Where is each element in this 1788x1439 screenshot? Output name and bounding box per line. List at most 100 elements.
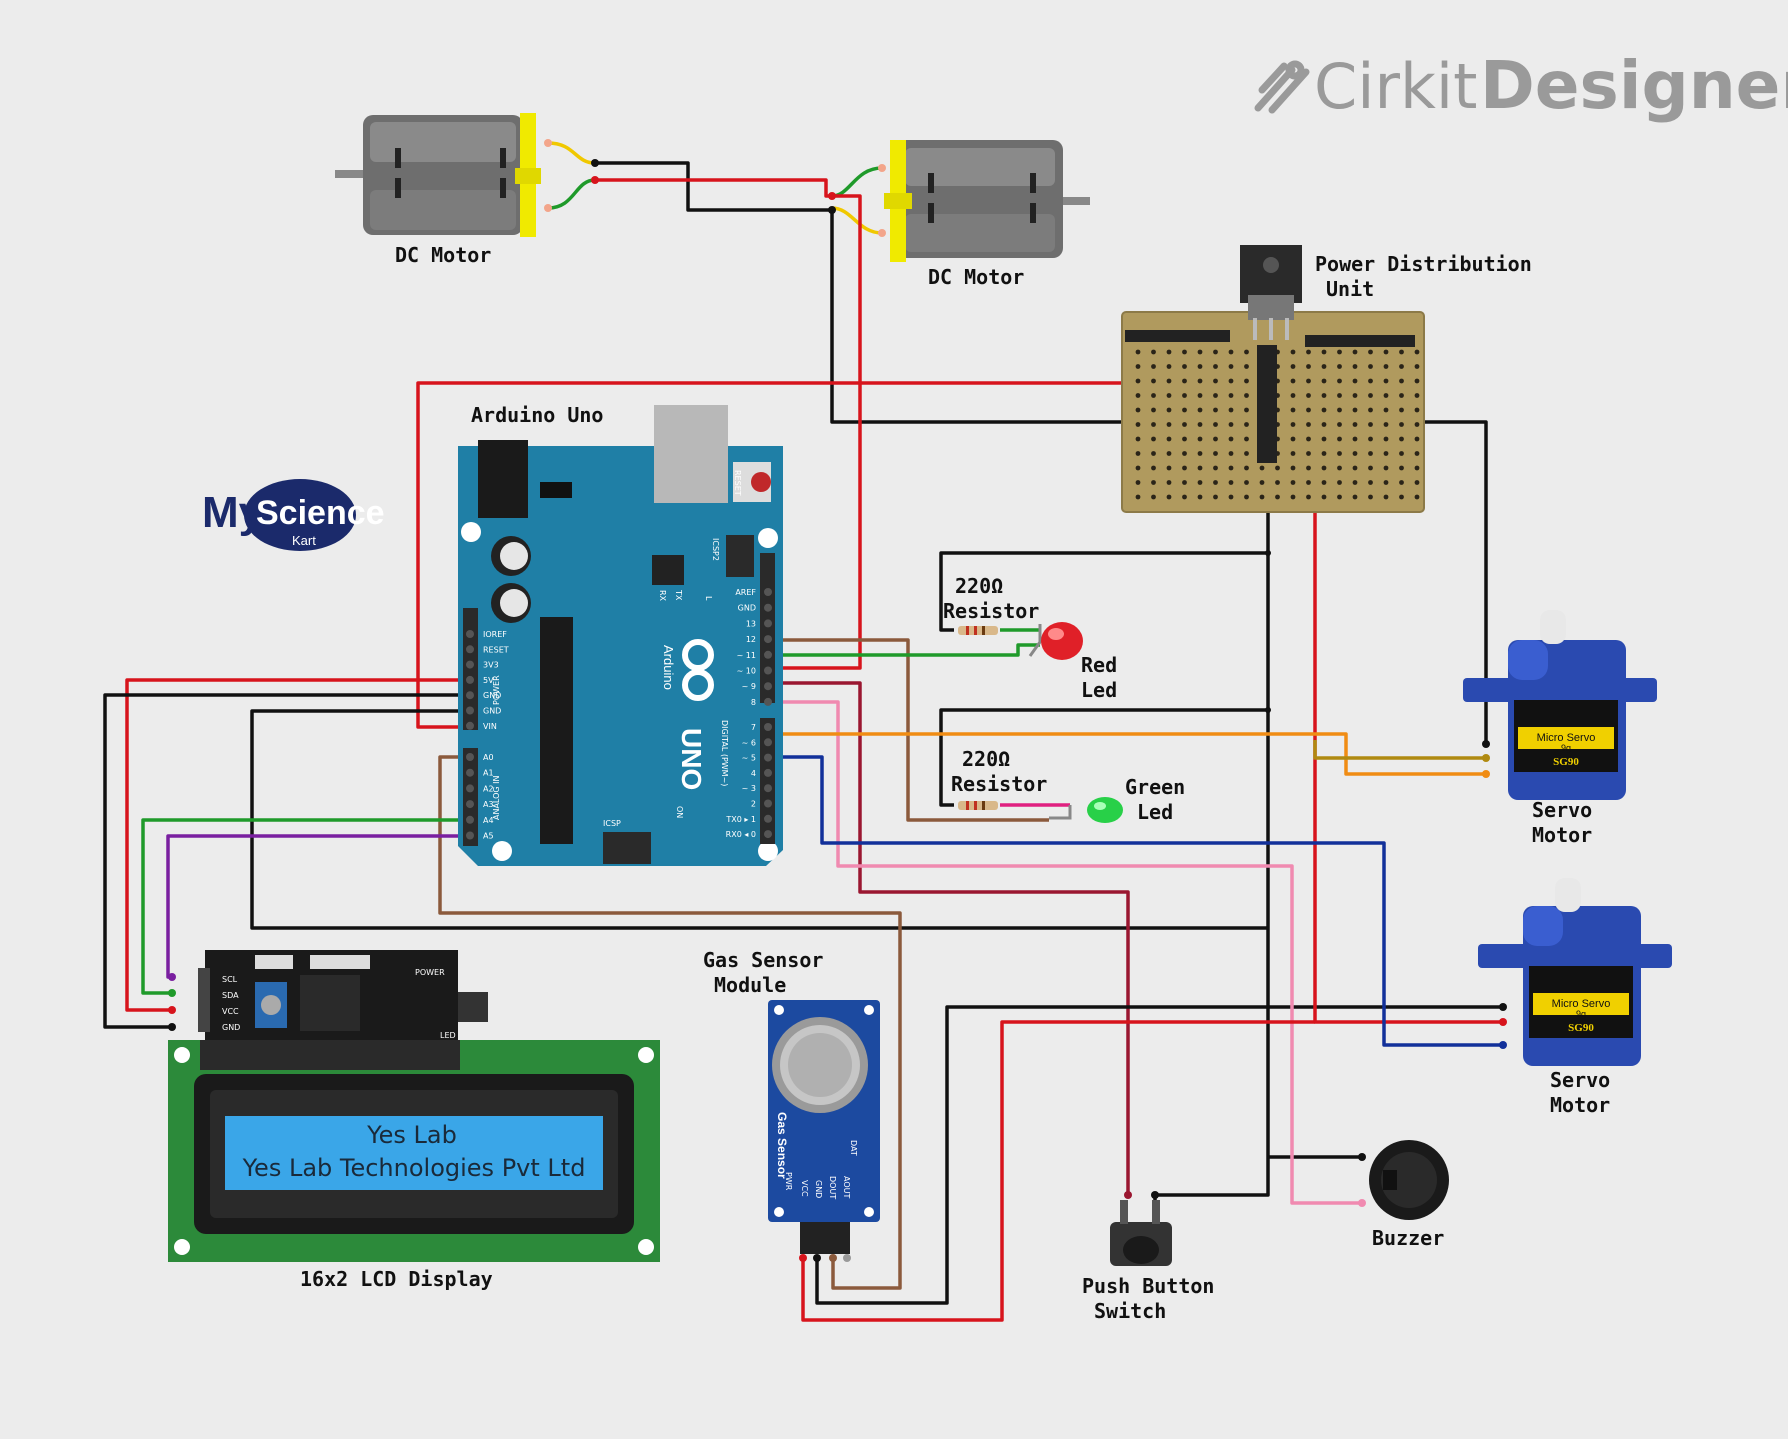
digital-top-pin-5[interactable]	[764, 666, 772, 675]
wire-black-pdu-bus[interactable]	[1155, 445, 1270, 1197]
wire-brown-pin12[interactable]	[768, 638, 1049, 822]
wire-black-gas[interactable]	[815, 1005, 1268, 1305]
dc-motor-right[interactable]	[878, 140, 1090, 262]
digital-top-pin-1[interactable]	[764, 603, 772, 612]
lcd-16x2-display[interactable]: Yes Lab Yes Lab Technologies Pvt Ltd	[168, 1040, 660, 1262]
wire-black-pdu-r2[interactable]	[939, 708, 1268, 807]
digital-top-pin-3[interactable]	[764, 635, 772, 644]
perfboard-hole	[1321, 494, 1327, 500]
perfboard-hole	[1383, 436, 1389, 442]
perfboard-hole	[1182, 364, 1187, 369]
perfboard-hole	[1135, 422, 1141, 427]
icsp2-label: ICSP2	[711, 538, 720, 561]
digital-top-pin-2[interactable]	[764, 619, 772, 628]
digital-bottom-pin-3[interactable]	[764, 768, 772, 777]
digital-top-pin-label-1: GND	[738, 604, 756, 613]
perfboard-hole	[1166, 422, 1172, 427]
push-button-switch[interactable]	[1110, 1200, 1172, 1266]
servo-motor-2[interactable]: Micro Servo 9g SG90	[1478, 878, 1672, 1066]
digital-bottom-pin-5[interactable]	[764, 799, 772, 808]
perfboard-hole	[1383, 407, 1389, 413]
digital-header-top	[760, 553, 775, 703]
perfboard-hole	[1166, 465, 1172, 471]
digital-top-pin-4[interactable]	[764, 650, 772, 659]
power-pin-2[interactable]	[466, 660, 474, 669]
wire-blue-pin5[interactable]	[768, 755, 1503, 1047]
wire-green-motor1[interactable]	[547, 178, 596, 210]
dc-motor-left[interactable]	[335, 113, 552, 237]
wire-brown-a0[interactable]	[438, 755, 902, 1290]
perfboard-hole	[1352, 451, 1358, 456]
perfboard-hole	[1197, 494, 1203, 500]
red-led[interactable]	[1028, 622, 1083, 660]
wire-yellow-motor1[interactable]	[547, 141, 596, 165]
perfboard-hole	[1306, 378, 1311, 384]
power-pin-5[interactable]	[466, 706, 474, 715]
analog-pin-4[interactable]	[466, 815, 474, 824]
wire-green-sda[interactable]	[141, 818, 470, 995]
digital-top-pin-0[interactable]	[764, 588, 772, 596]
wire-olive-servo1[interactable]	[1313, 740, 1486, 760]
wire-black-pdu-r1[interactable]	[939, 551, 1268, 632]
i2c-adapter-module[interactable]: SCL SDA VCC GND POWER LED	[198, 950, 488, 1042]
perfboard-hole	[1383, 349, 1389, 355]
servo-motor-1[interactable]: Micro Servo 9g SG90	[1463, 610, 1657, 800]
wire-pink-pin8[interactable]	[768, 700, 1362, 1205]
resistor-green-led[interactable]	[958, 801, 998, 810]
wire-red-gas[interactable]	[801, 1020, 1315, 1322]
wire-black-motors[interactable]	[595, 161, 832, 212]
wire-orange-pin6[interactable]	[766, 732, 1486, 776]
perfboard-hole	[1135, 349, 1141, 355]
wire-black-gnd[interactable]	[103, 693, 470, 1029]
power-pin-1[interactable]	[466, 645, 474, 654]
digital-bottom-pin-6[interactable]	[764, 814, 772, 823]
wire-green-motor2[interactable]	[831, 166, 883, 198]
perfboard-hole	[1290, 480, 1296, 485]
perfboard-hole	[1259, 465, 1265, 471]
analog-pin-0[interactable]	[466, 753, 474, 761]
perfboard-hole	[1197, 436, 1203, 442]
digital-bottom-pin-1[interactable]	[764, 738, 772, 747]
analog-pin-5[interactable]	[466, 831, 474, 840]
analog-pin-2[interactable]	[466, 784, 474, 793]
wire-red-vcc[interactable]	[125, 678, 470, 1012]
servo-2-model: Micro Servo	[1552, 998, 1611, 1010]
wire-maroon-pin9[interactable]	[768, 681, 1130, 1195]
digital-bottom-pin-4[interactable]	[764, 784, 772, 793]
digital-top-pin-7[interactable]	[764, 697, 772, 706]
wire-yellow-motor2[interactable]	[831, 206, 883, 235]
power-pin-4[interactable]	[466, 691, 474, 700]
perfboard-hole	[1383, 451, 1389, 456]
reset-button[interactable]	[751, 472, 771, 492]
digital-bottom-pin-2[interactable]	[764, 753, 772, 762]
logo-science: Science	[256, 494, 385, 532]
gas-sensor-module[interactable]: Gas Sensor PWR DAT VCC GND DOUT AOUT	[768, 1000, 880, 1254]
digital-top-pin-label-5: ~ 10	[737, 667, 756, 676]
digital-top-pin-6[interactable]	[764, 682, 772, 691]
green-led[interactable]	[1049, 797, 1123, 823]
wire-green-pin11[interactable]	[768, 643, 1040, 657]
analog-pin-1[interactable]	[466, 768, 474, 777]
perfboard-holes	[1135, 349, 1420, 500]
wire-red-motor-arduino[interactable]	[768, 194, 862, 670]
analog-pin-label-5: A5	[483, 832, 494, 841]
wire-red-motors[interactable]	[595, 178, 832, 198]
power-distribution-unit[interactable]	[1121, 245, 1425, 513]
arduino-uno-board[interactable]: RESET ICSP2 ICSP Arduino UNO ON TX RX L …	[458, 405, 783, 866]
perfboard-hole	[1151, 436, 1156, 442]
digital-bottom-pin-7[interactable]	[764, 830, 772, 839]
gas-board-title: Gas Sensor	[775, 1112, 789, 1179]
perfboard-hole	[1151, 494, 1156, 500]
buzzer[interactable]	[1369, 1140, 1449, 1220]
digital-bottom-pin-0[interactable]	[764, 723, 772, 731]
resistor-red-led[interactable]	[958, 626, 998, 635]
perfboard-hole	[1337, 393, 1342, 398]
perfboard-hole	[1399, 364, 1404, 369]
digital-bottom-pin-label-5: 2	[751, 800, 756, 809]
analog-pin-3[interactable]	[466, 800, 474, 809]
power-pin-6[interactable]	[466, 721, 474, 730]
power-pin-3[interactable]	[466, 675, 474, 684]
perfboard-hole	[1135, 393, 1141, 398]
power-pin-0[interactable]	[466, 630, 474, 638]
perfboard-hole	[1321, 451, 1327, 456]
